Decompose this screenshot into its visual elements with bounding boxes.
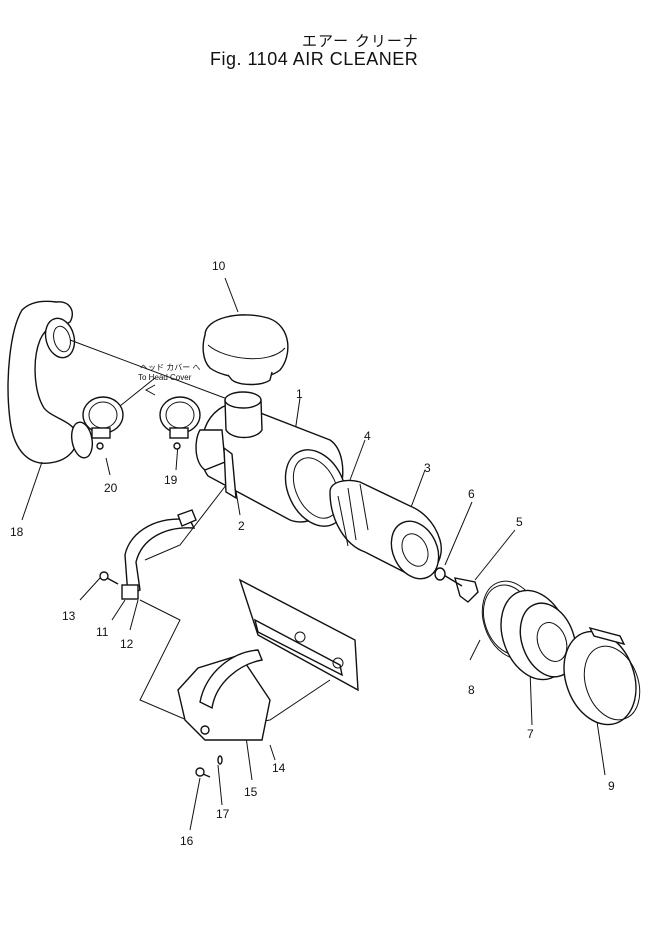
callout-14: 14 [272,761,286,775]
callout-1: 1 [296,387,303,401]
cap-part-10 [202,314,289,386]
mounting-bracket-part-14 [177,578,359,741]
callout-8: 8 [468,683,475,697]
annotation-english: To Head Cover [138,373,192,382]
callout-11: 11 [96,625,109,639]
callout-2: 2 [238,519,245,533]
callout-17: 17 [216,807,230,821]
annotation-japanese: ヘッド カバー へ [140,363,200,372]
title-japanese: エアー クリーナ [302,32,419,50]
callout-10: 10 [212,259,226,273]
lower-band-part-15 [199,649,263,710]
callout-18: 18 [10,525,24,539]
air-cleaner-body-part-1 [195,391,348,527]
to-head-cover-annotation: ヘッド カバー へ To Head Cover [138,363,200,396]
cover-part-7 [500,589,577,681]
band-strap-part-12 [124,509,197,598]
figure-title: Fig. 1104 AIR CLEANER [210,49,419,69]
filter-element-part-3 [329,479,442,580]
band-part-2 [223,446,237,500]
callout-labels: 1 2 3 4 5 6 7 8 9 10 11 12 13 14 15 16 1… [10,259,615,848]
callout-4: 4 [364,429,371,443]
hose-clamp-part-20 [82,396,124,450]
bolt-part-16 [195,767,211,778]
callout-6: 6 [468,487,475,501]
precleaner-part-9 [563,626,641,726]
callout-9: 9 [608,779,615,793]
callout-16: 16 [180,834,194,848]
hose-clamp-part-19 [159,396,201,450]
wing-nut-part-5 [441,573,479,603]
bracket-part-11 [121,584,139,600]
callout-13: 13 [62,609,76,623]
bolt-part-13 [99,571,119,585]
callout-15: 15 [244,785,258,799]
callout-19: 19 [164,473,178,487]
washer-part-6 [434,567,446,581]
callout-3: 3 [424,461,431,475]
callout-12: 12 [120,637,134,651]
washer-part-17 [217,755,223,765]
leader-lines [21,277,606,831]
hose-part-18 [7,300,94,464]
callout-20: 20 [104,481,118,495]
callout-5: 5 [516,515,523,529]
callout-7: 7 [527,727,534,741]
